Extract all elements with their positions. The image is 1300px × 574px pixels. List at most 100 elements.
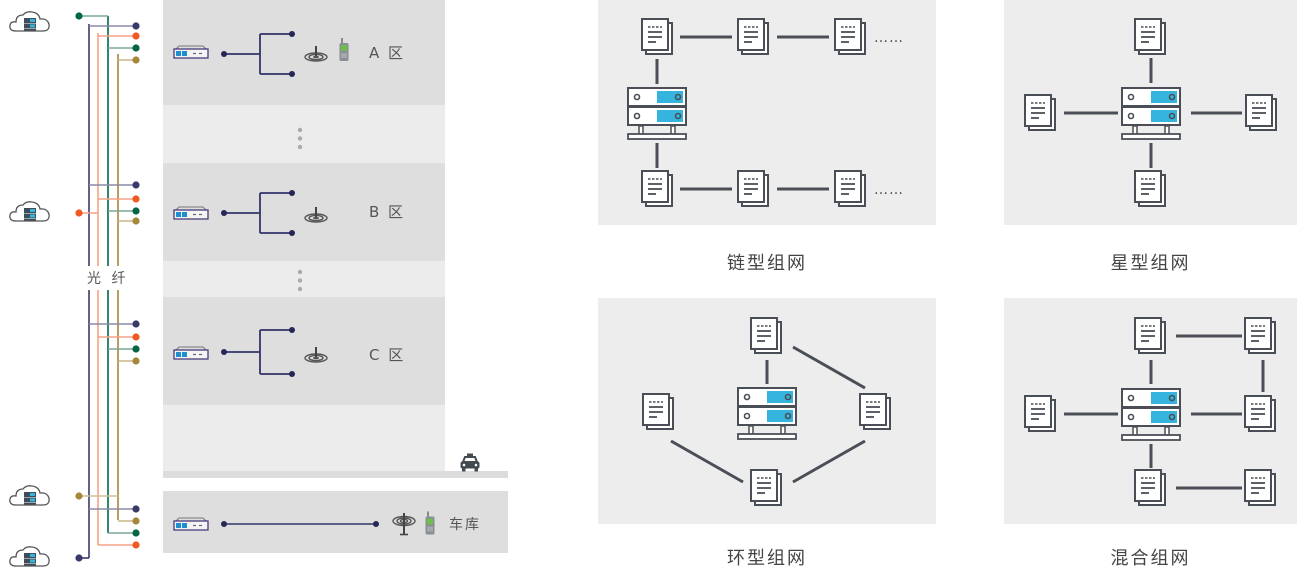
fiber-node [132, 320, 140, 328]
fiber-node [132, 44, 140, 52]
antenna-icon[interactable] [303, 44, 329, 62]
document-node-icon [750, 317, 782, 354]
antenna-icon[interactable] [303, 205, 329, 223]
gap-band-2 [163, 261, 445, 297]
fiber-node [75, 492, 83, 500]
document-node-icon [1024, 94, 1056, 131]
link-node [289, 71, 295, 77]
hybrid-topology-panel [1004, 298, 1297, 524]
zone-a-label: A 区 [369, 44, 406, 62]
fiber-lines [75, 12, 140, 562]
router-icon[interactable] [173, 517, 209, 531]
fiber-node [75, 12, 83, 20]
fiber-node [132, 195, 140, 203]
star-topology-caption: 星型组网 [1110, 253, 1191, 274]
fiber-node [132, 207, 140, 215]
walkie-talkie-icon[interactable] [424, 511, 436, 536]
link-node [221, 51, 227, 57]
fiber-node [132, 529, 140, 537]
router-icon[interactable] [173, 45, 209, 59]
garage-link [221, 521, 379, 527]
zone-c-label: C 区 [369, 346, 406, 364]
link-node [221, 210, 227, 216]
link-line [670, 439, 744, 484]
gap-band-3 [163, 405, 445, 471]
fiber-node [75, 554, 83, 562]
fiber-node [132, 217, 140, 225]
cloud-server-icon[interactable] [8, 200, 52, 224]
link-node [289, 190, 295, 196]
fiber-node [132, 517, 140, 525]
document-node-icon [641, 170, 673, 207]
zone-b-label: B 区 [369, 203, 406, 221]
link-node [289, 327, 295, 333]
router-icon[interactable] [173, 206, 209, 220]
cloud-outline [9, 11, 50, 32]
fiber-node [75, 209, 83, 217]
fiber-node [132, 333, 140, 341]
gap-band-1 [163, 105, 445, 163]
zone-a-band [163, 0, 445, 105]
fiber-node [132, 357, 140, 365]
router-icon[interactable] [173, 346, 209, 360]
server-icon [1121, 388, 1181, 441]
document-node-icon [1244, 469, 1276, 506]
chain-topology-panel: …… …… [598, 0, 936, 225]
continuation-ellipsis: …… [874, 182, 904, 198]
fiber-label: 光 纤 [87, 266, 129, 290]
antenna-tower-icon[interactable] [391, 512, 417, 536]
zone-b-band [163, 163, 445, 261]
zone-c-band [163, 297, 445, 405]
fiber-node [132, 505, 140, 513]
fiber-node [132, 32, 140, 40]
document-node-icon [737, 170, 769, 207]
document-node-icon [859, 393, 891, 430]
document-node-icon [1024, 395, 1056, 432]
car-icon [460, 453, 480, 472]
chain-topology-diagram: …… …… [627, 18, 904, 207]
garage-label: 车库 [449, 517, 481, 533]
ring-topology-panel [598, 298, 936, 524]
star-topology-diagram [1024, 18, 1277, 207]
cloud-server-icon[interactable] [8, 484, 52, 508]
branch-connector [221, 190, 295, 236]
server-icon [627, 87, 687, 140]
hybrid-topology-diagram [1024, 317, 1276, 506]
document-node-icon [1134, 170, 1166, 207]
chain-topology-caption: 链型组网 [727, 253, 807, 274]
document-node-icon [1134, 469, 1166, 506]
server-icon [1121, 87, 1181, 140]
antenna-icon[interactable] [303, 345, 329, 363]
server-icon [737, 387, 797, 440]
cloud-outline [9, 546, 50, 567]
link-node [289, 230, 295, 236]
cloud-server-icon[interactable] [8, 545, 52, 569]
fiber-node [132, 181, 140, 189]
ring-topology-caption: 环型组网 [727, 548, 807, 569]
cloud-server-icon[interactable] [8, 10, 52, 34]
garage-band [163, 491, 508, 553]
fiber-node [132, 345, 140, 353]
document-node-icon [1134, 18, 1166, 55]
link-node [289, 371, 295, 377]
document-node-icon [834, 18, 866, 55]
document-node-icon [1244, 317, 1276, 354]
branch-connector [221, 31, 295, 77]
ring-topology-diagram [642, 317, 891, 506]
fiber-node [132, 541, 140, 549]
branch-connector [221, 327, 295, 377]
hybrid-topology-caption: 混合组网 [1110, 548, 1191, 569]
link-line [792, 439, 866, 484]
fiber-node [132, 22, 140, 30]
document-node-icon [750, 469, 782, 506]
star-topology-panel [1004, 0, 1297, 225]
cloud-outline [9, 201, 50, 222]
document-node-icon [1245, 94, 1277, 131]
link-node [289, 31, 295, 37]
walkie-talkie-icon[interactable] [338, 38, 350, 62]
continuation-ellipsis: …… [874, 30, 904, 46]
document-node-icon [834, 170, 866, 207]
ellipsis-dots-2 [297, 269, 303, 292]
cloud-outline [9, 485, 50, 506]
document-node-icon [642, 393, 674, 430]
